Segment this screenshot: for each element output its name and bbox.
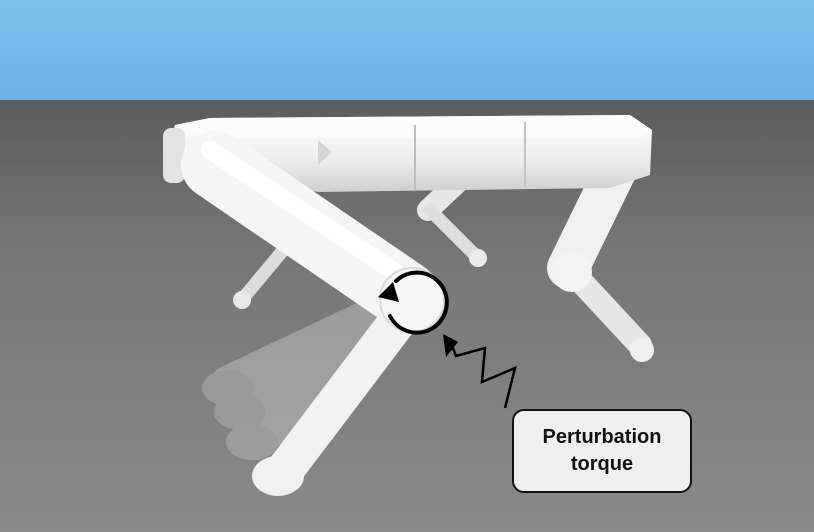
rotation-arrow-icon bbox=[378, 270, 449, 335]
front-left-leg bbox=[181, 131, 445, 496]
lightning-bolt-icon bbox=[443, 334, 517, 409]
robot-body bbox=[163, 115, 652, 192]
perturbation-callout: Perturbation torque bbox=[512, 409, 692, 493]
sky bbox=[0, 0, 814, 100]
